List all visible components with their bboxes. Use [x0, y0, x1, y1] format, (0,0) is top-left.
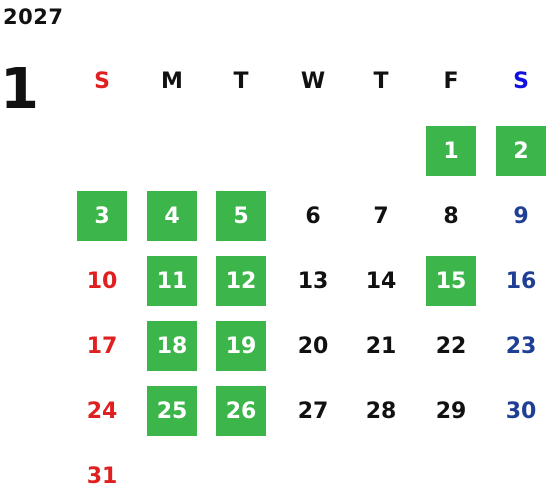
weekday-header-sun: S	[94, 68, 110, 94]
day-cell-28[interactable]: 28	[365, 398, 397, 424]
month-number: 1	[0, 57, 39, 122]
day-cell-25[interactable]: 25	[147, 386, 197, 436]
day-cell-11[interactable]: 11	[147, 256, 197, 306]
day-cell-13[interactable]: 13	[297, 268, 329, 294]
day-cell-24[interactable]: 24	[86, 398, 118, 424]
weekday-header-fri: F	[443, 68, 459, 94]
day-cell-23[interactable]: 23	[505, 333, 537, 359]
day-cell-3[interactable]: 3	[77, 191, 127, 241]
day-cell-29[interactable]: 29	[435, 398, 467, 424]
day-cell-17[interactable]: 17	[86, 333, 118, 359]
day-cell-5[interactable]: 5	[216, 191, 266, 241]
weekday-header-sat: S	[513, 68, 529, 94]
year-label: 2027	[3, 5, 64, 29]
day-cell-1[interactable]: 1	[426, 126, 476, 176]
day-cell-21[interactable]: 21	[365, 333, 397, 359]
day-cell-14[interactable]: 14	[365, 268, 397, 294]
day-cell-26[interactable]: 26	[216, 386, 266, 436]
day-cell-9[interactable]: 9	[513, 203, 529, 229]
day-cell-12[interactable]: 12	[216, 256, 266, 306]
day-cell-2[interactable]: 2	[496, 126, 546, 176]
weekday-header-tue: T	[233, 68, 249, 94]
day-cell-8[interactable]: 8	[443, 203, 459, 229]
day-cell-18[interactable]: 18	[147, 321, 197, 371]
day-cell-16[interactable]: 16	[505, 268, 537, 294]
day-cell-30[interactable]: 30	[505, 398, 537, 424]
day-cell-4[interactable]: 4	[147, 191, 197, 241]
weekday-header-mon: M	[161, 68, 183, 94]
day-cell-22[interactable]: 22	[435, 333, 467, 359]
day-cell-19[interactable]: 19	[216, 321, 266, 371]
day-cell-7[interactable]: 7	[373, 203, 389, 229]
weekday-header-thu: T	[373, 68, 389, 94]
day-cell-15[interactable]: 15	[426, 256, 476, 306]
day-cell-10[interactable]: 10	[86, 268, 118, 294]
day-cell-20[interactable]: 20	[297, 333, 329, 359]
weekday-header-wed: W	[300, 68, 326, 94]
day-cell-31[interactable]: 31	[86, 463, 118, 489]
day-cell-27[interactable]: 27	[297, 398, 329, 424]
day-cell-6[interactable]: 6	[305, 203, 321, 229]
